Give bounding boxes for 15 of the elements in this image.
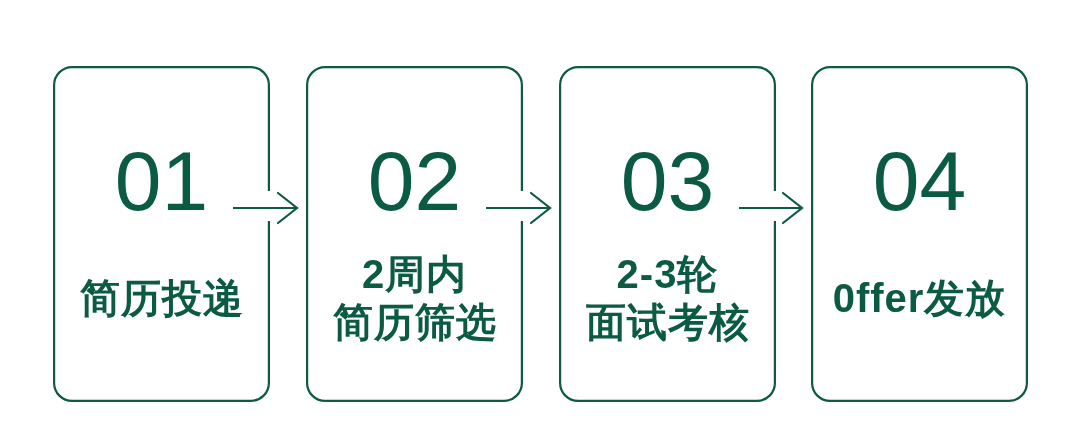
step-label: 简历投递: [79, 275, 244, 322]
step-number: 02: [367, 139, 462, 223]
arrow: [233, 191, 299, 225]
step-card: [306, 66, 523, 402]
step-label: 2周内简历筛选: [331, 251, 498, 346]
step-card: [559, 66, 776, 402]
step-number: 03: [620, 139, 715, 223]
step-card: [811, 66, 1028, 402]
step-label: 0ffer发放: [832, 275, 1007, 322]
step-card: [53, 66, 270, 402]
arrow: [739, 191, 804, 225]
step-label: 2-3轮面试考核: [584, 251, 751, 346]
step-number: 01: [114, 139, 209, 223]
step-number: 04: [872, 139, 967, 223]
arrow: [486, 191, 552, 225]
